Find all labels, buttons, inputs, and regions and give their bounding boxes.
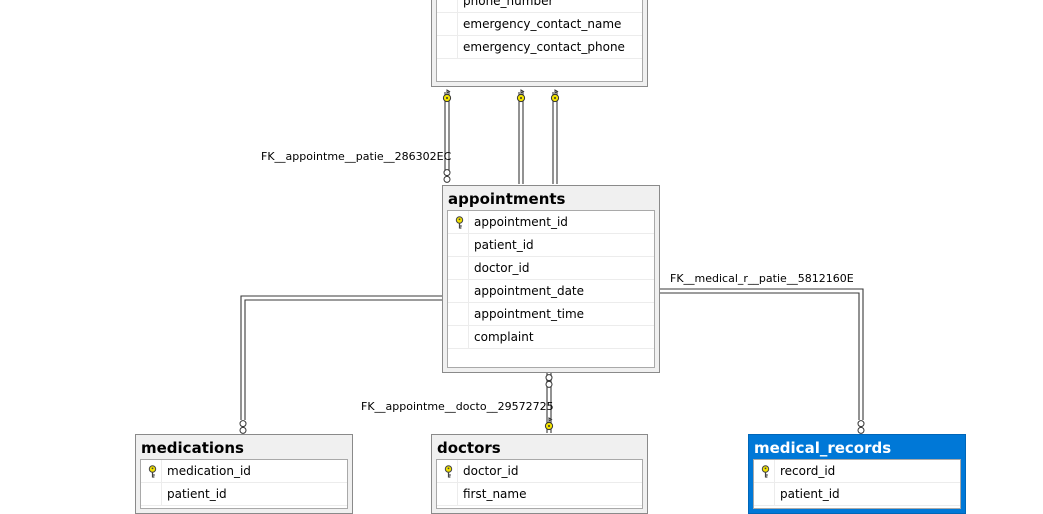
relationship-lines	[239, 89, 865, 434]
column-name: record_id	[780, 464, 836, 478]
column-row[interactable]: patient_id	[448, 234, 654, 257]
column-row[interactable]: phone_number	[437, 0, 642, 13]
column-row[interactable]: first_name	[437, 483, 642, 506]
fk-label-appointments-doctor[interactable]: FK__appointme__docto__29572725	[361, 400, 554, 413]
table-medications[interactable]: medications medication_id patient_id	[135, 434, 353, 514]
relationship-line-appointments-patient-2[interactable]	[516, 89, 526, 184]
relationship-line-medical-records[interactable]	[659, 288, 865, 434]
column-name: emergency_contact_phone	[463, 40, 625, 54]
primary-key-icon	[455, 216, 464, 229]
column-name: phone_number	[463, 0, 554, 8]
fk-label-medical-records-patient[interactable]: FK__medical_r__patie__5812160E	[670, 272, 854, 285]
table-doctors-columns: doctor_id first_name	[436, 459, 643, 509]
column-row[interactable]: doctor_id	[437, 460, 642, 483]
table-medications-columns: medication_id patient_id	[140, 459, 348, 509]
column-name: complaint	[474, 330, 534, 344]
column-name: appointment_date	[474, 284, 585, 298]
column-name: emergency_contact_name	[463, 17, 622, 31]
column-row[interactable]: appointment_date	[448, 280, 654, 303]
column-name: first_name	[463, 487, 527, 501]
table-medications-title[interactable]: medications	[141, 439, 244, 457]
column-row[interactable]: record_id	[754, 460, 960, 483]
column-row[interactable]: appointment_time	[448, 303, 654, 326]
column-name: patient_id	[167, 487, 227, 501]
primary-key-icon	[148, 465, 157, 478]
primary-key-icon	[444, 465, 453, 478]
column-row[interactable]: emergency_contact_phone	[437, 36, 642, 59]
column-row[interactable]: complaint	[448, 326, 654, 349]
column-name: appointment_time	[474, 307, 585, 321]
table-medical-records-title[interactable]: medical_records	[754, 439, 892, 457]
column-row[interactable]: doctor_id	[448, 257, 654, 280]
column-name: patient_id	[780, 487, 840, 501]
relationship-line-appointments-patient[interactable]	[442, 89, 452, 183]
column-name: medication_id	[167, 464, 251, 478]
column-row[interactable]: patient_id	[754, 483, 960, 506]
table-appointments-title[interactable]: appointments	[448, 190, 566, 208]
column-name: doctor_id	[463, 464, 519, 478]
column-name: patient_id	[474, 238, 534, 252]
column-row[interactable]: patient_id	[141, 483, 347, 506]
table-medical-records[interactable]: medical_records record_id patient_id	[748, 434, 966, 514]
primary-key-icon	[761, 465, 770, 478]
table-doctors[interactable]: doctors doctor_id first_name	[431, 434, 648, 514]
column-row[interactable]: appointment_id	[448, 211, 654, 234]
table-medical-records-columns: record_id patient_id	[753, 459, 961, 509]
column-row[interactable]: emergency_contact_name	[437, 13, 642, 36]
relationship-line-appointments-patient-3[interactable]	[550, 89, 560, 184]
fk-label-appointments-patient[interactable]: FK__appointme__patie__286302EC	[261, 150, 452, 163]
relationship-line-appointments-doctor[interactable]	[544, 372, 554, 433]
table-doctors-title[interactable]: doctors	[437, 439, 501, 457]
column-name: doctor_id	[474, 261, 530, 275]
column-row[interactable]: medication_id	[141, 460, 347, 483]
column-name: appointment_id	[474, 215, 568, 229]
relationship-line-medications[interactable]	[239, 295, 443, 434]
